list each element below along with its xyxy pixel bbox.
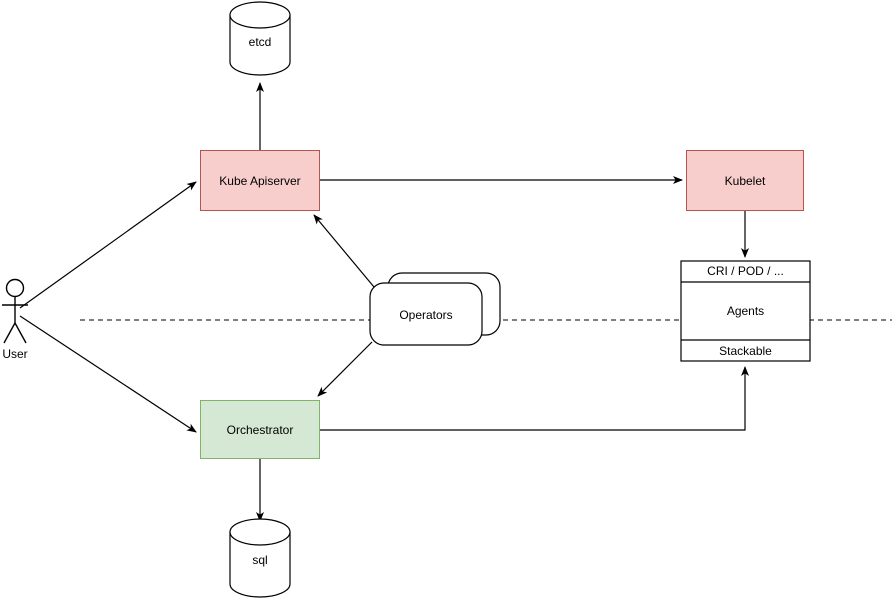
kubelet-node[interactable]: Kubelet — [686, 150, 804, 211]
orchestrator-node[interactable]: Orchestrator — [200, 400, 320, 459]
edge-orchestrator-to-stackable — [320, 366, 749, 431]
agents-header-label: CRI / POD / ... — [707, 264, 784, 278]
user-actor-shape — [2, 278, 28, 344]
kube-apiserver-node[interactable]: Kube Apiserver — [200, 150, 320, 211]
edge-user-to-kube-apiserver — [19, 181, 197, 309]
agents-box-shape — [680, 260, 811, 362]
edge-user-to-orchestrator — [19, 315, 197, 433]
operators-stack-shape[interactable] — [369, 272, 501, 346]
kubelet-label: Kubelet — [724, 173, 766, 188]
agents-label: Agents — [726, 304, 765, 318]
orchestrator-label: Orchestrator — [226, 422, 294, 437]
sql-cylinder-shape — [229, 518, 291, 598]
kube-apiserver-label: Kube Apiserver — [219, 173, 301, 188]
etcd-label: etcd — [248, 35, 272, 49]
sql-label: sql — [252, 553, 268, 567]
agents-footer-label: Stackable — [719, 344, 772, 358]
user-label: User — [2, 347, 28, 361]
etcd-cylinder-shape — [229, 1, 291, 76]
edge-operators-to-orchestrator — [317, 341, 373, 397]
edge-operators-to-kube-apiserver — [313, 214, 375, 288]
